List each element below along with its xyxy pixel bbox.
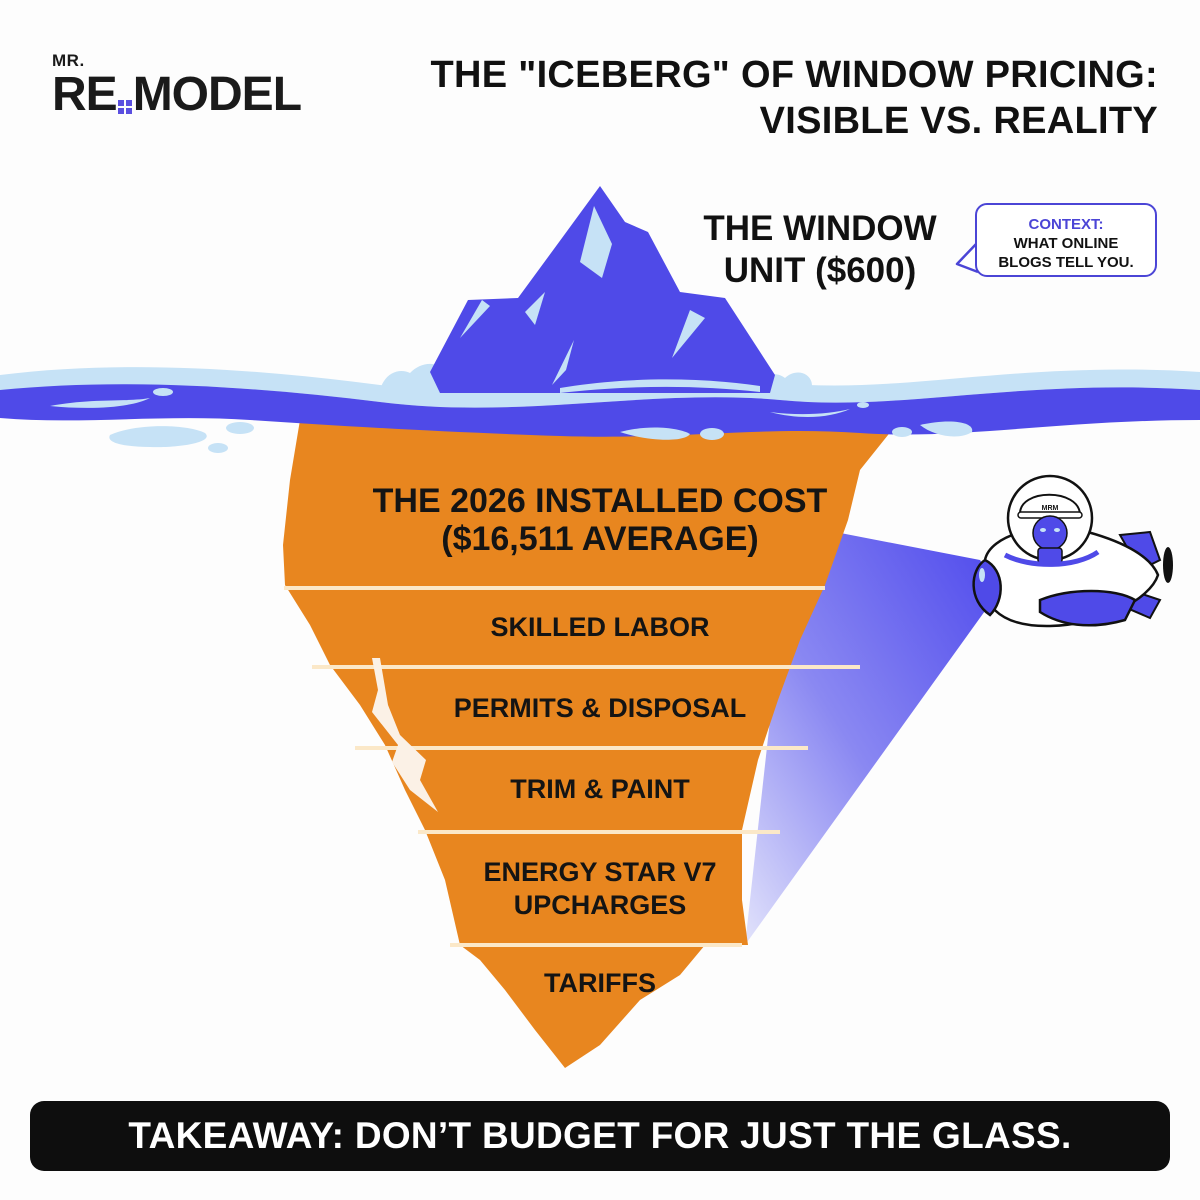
layer-energy-star: ENERGY STAR V7 UPCHARGES: [280, 856, 920, 922]
context-speech-bubble: CONTEXT: WHAT ONLINE BLOGS TELL YOU.: [975, 203, 1157, 277]
layer-skilled-labor: SKILLED LABOR: [490, 612, 710, 642]
title-line-1: THE "ICEBERG" OF WINDOW PRICING:: [430, 54, 1158, 96]
page-title: THE "ICEBERG" OF WINDOW PRICING: VISIBLE…: [431, 52, 1159, 144]
searchlight-beam: [745, 530, 1000, 945]
underwater-iceberg: [283, 420, 900, 1068]
window-icon: [117, 100, 132, 114]
window-unit-line-1: THE WINDOW: [703, 209, 937, 248]
energy-star-line-1: ENERGY STAR V7: [483, 857, 717, 887]
layer-tariffs: TARIFFS: [544, 968, 656, 998]
logo-remodel: RE MODEL: [52, 68, 302, 121]
speech-bubble-tail: [955, 241, 979, 274]
submarine-mascot: MRM: [972, 474, 1173, 628]
takeaway-banner: TAKEAWAY: DON’T BUDGET FOR JUST THE GLAS…: [30, 1101, 1170, 1171]
installed-cost-heading: THE 2026 INSTALLED COST ($16,511 AVERAGE…: [280, 482, 920, 558]
context-line-1: WHAT ONLINE: [1013, 235, 1119, 252]
installed-cost-line-2: ($16,511 AVERAGE): [441, 520, 759, 558]
energy-star-line-2: UPCHARGES: [513, 890, 687, 920]
layer-trim-paint: TRIM & PAINT: [510, 774, 690, 804]
context-line-2: BLOGS TELL YOU.: [998, 254, 1134, 271]
logo-text-left: RE: [52, 68, 118, 121]
context-heading: CONTEXT:: [1028, 216, 1104, 233]
brand-logo: MR. RE MODEL: [52, 51, 302, 121]
title-line-2: VISIBLE VS. REALITY: [759, 100, 1158, 142]
window-unit-label: THE WINDOW UNIT ($600): [685, 208, 955, 292]
logo-text-right: MODEL: [132, 68, 302, 121]
logo-mr: MR.: [52, 51, 85, 70]
svg-text:MRM: MRM: [1042, 505, 1059, 512]
window-unit-line-2: UNIT ($600): [723, 251, 917, 290]
layer-permits-disposal: PERMITS & DISPOSAL: [453, 693, 747, 723]
installed-cost-line-1: THE 2026 INSTALLED COST: [372, 482, 828, 520]
iceberg-tip: [380, 186, 812, 396]
